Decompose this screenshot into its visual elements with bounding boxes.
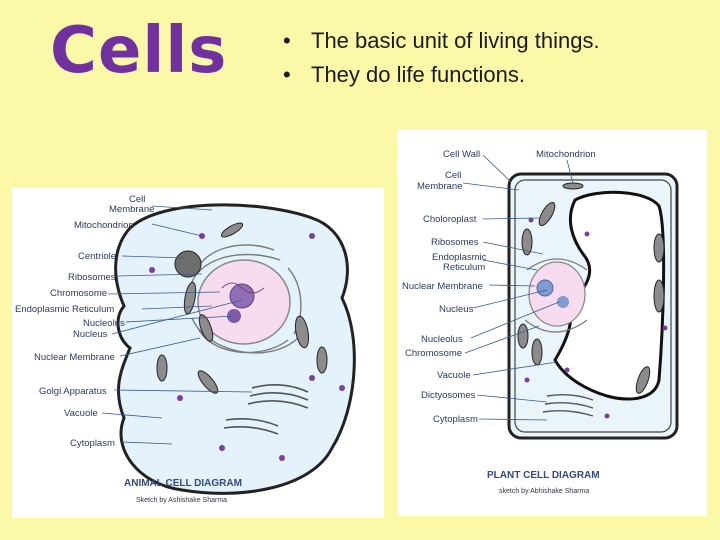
plant-label-er-2: Reticulum: [443, 262, 485, 273]
plant-caption: PLANT CELL DIAGRAM: [487, 470, 600, 481]
plant-label-membrane: Membrane: [417, 181, 462, 192]
animal-label-ribosomes: Ribosomes: [68, 272, 116, 283]
plant-label-mitochondrion: Mitochondrion: [536, 149, 596, 160]
animal-cell-diagram: Cell Membrane Mitochondrion Centriole Ri…: [12, 188, 384, 518]
plant-label-dictyosomes: Dictyosomes: [421, 390, 476, 401]
bullet-item: They do life functions.: [283, 58, 600, 92]
animal-caption: ANIMAL CELL DIAGRAM: [124, 478, 242, 489]
animal-label-membrane: Membrane: [109, 204, 154, 215]
plant-nuclear-membrane: [528, 261, 586, 327]
animal-label-vacuole: Vacuole: [64, 408, 98, 419]
plant-nucleus: [536, 279, 554, 297]
plant-label-cytoplasm: Cytoplasm: [433, 414, 478, 425]
bullet-list: The basic unit of living things. They do…: [283, 24, 600, 92]
animal-label-nuclear-membrane: Nuclear Membrane: [34, 352, 115, 363]
plant-label-ribosomes: Ribosomes: [431, 237, 479, 248]
plant-label-chromosome: Chromosome: [405, 348, 462, 359]
plant-label-nucleolus: Nucleolus: [421, 334, 463, 345]
plant-label-vacuole: Vacuole: [437, 370, 471, 381]
animal-label-cytoplasm: Cytoplasm: [70, 438, 115, 449]
slide-title: Cells: [50, 14, 228, 88]
plant-label-er-1: Endoplasmic: [432, 252, 487, 263]
animal-centriole: [174, 250, 202, 278]
animal-nucleus: [229, 283, 255, 309]
plant-label-nuclear-membrane: Nuclear Membrane: [402, 281, 483, 292]
bullet-item: The basic unit of living things.: [283, 24, 600, 58]
plant-label-cell-wall: Cell Wall: [443, 149, 480, 160]
animal-label-chromosome: Chromosome: [50, 288, 107, 299]
plant-label-nucleus: Nucleus: [439, 304, 474, 315]
plant-label-chloroplast: Choloroplast: [423, 214, 477, 225]
animal-label-centriole: Centriole: [78, 251, 116, 262]
animal-label-golgi: Golgi Apparatus: [39, 386, 107, 397]
animal-label-er: Endoplasmic Reticulum: [15, 304, 114, 315]
animal-label-mitochondrion: Mitochondrion: [74, 220, 134, 231]
plant-cell-diagram: Cell Wall Mitochondrion Cell Membrane Ch…: [397, 130, 707, 516]
animal-credit: Sketch by Ashishake Sharma: [136, 497, 227, 504]
animal-label-nucleolus: Nucleolus: [83, 318, 125, 329]
animal-label-cell: Cell: [129, 194, 145, 205]
plant-label-cell: Cell: [445, 170, 461, 181]
animal-label-nucleus: Nucleus: [73, 329, 108, 340]
plant-vacuole: [553, 190, 666, 401]
plant-credit: sketch by Abhishake Sharma: [499, 488, 589, 495]
